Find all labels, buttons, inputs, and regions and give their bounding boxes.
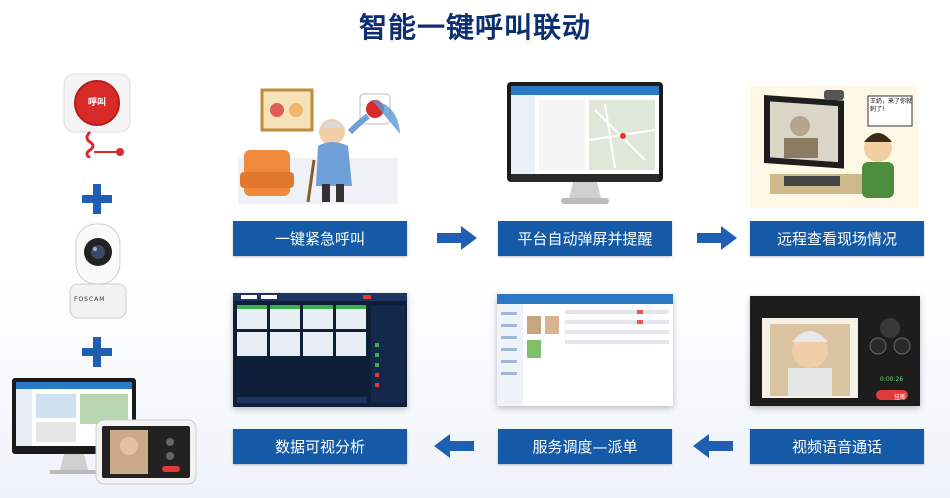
step-auto-popup-label: 平台自动弹屏并提醒	[498, 221, 672, 256]
call-button-device: 呼叫	[62, 72, 132, 160]
call-button-label: 呼叫	[87, 98, 106, 108]
arrow-left-icon	[434, 434, 474, 458]
step-video-call-label: 视频语音通话	[750, 429, 924, 464]
step-dispatch-label: 服务调度—派单	[498, 429, 672, 464]
monitor-and-tablet-device	[10, 376, 200, 488]
speech-bubble-text: 王奶，来了你就刺了！	[870, 98, 913, 113]
dispatch-platform-screenshot	[497, 294, 673, 406]
call-timer: 0:00:26	[880, 376, 904, 383]
data-dashboard-screenshot	[233, 293, 407, 407]
plus-icon	[82, 337, 112, 367]
video-call-screenshot: 0:00:26 挂断	[750, 296, 920, 406]
arrow-right-icon	[437, 226, 477, 250]
step-emergency-call-label: 一键紧急呼叫	[233, 221, 407, 256]
operator-viewing-camera-illustration: 王奶，来了你就刺了！	[750, 86, 918, 208]
plus-icon	[82, 184, 112, 214]
arrow-right-icon	[697, 226, 737, 250]
step-remote-view-label: 远程查看现场情况	[750, 221, 924, 256]
elderly-pressing-button-illustration	[232, 80, 408, 204]
step-data-analysis-label: 数据可视分析	[233, 429, 407, 464]
page-title: 智能一键呼叫联动	[358, 11, 591, 44]
hangup-label: 挂断	[894, 394, 907, 401]
ip-camera-device: FOSCAM	[66, 222, 130, 322]
monitor-alert-screen-illustration	[505, 80, 665, 208]
arrow-left-icon	[693, 434, 733, 458]
camera-brand-label: FOSCAM	[74, 296, 106, 303]
